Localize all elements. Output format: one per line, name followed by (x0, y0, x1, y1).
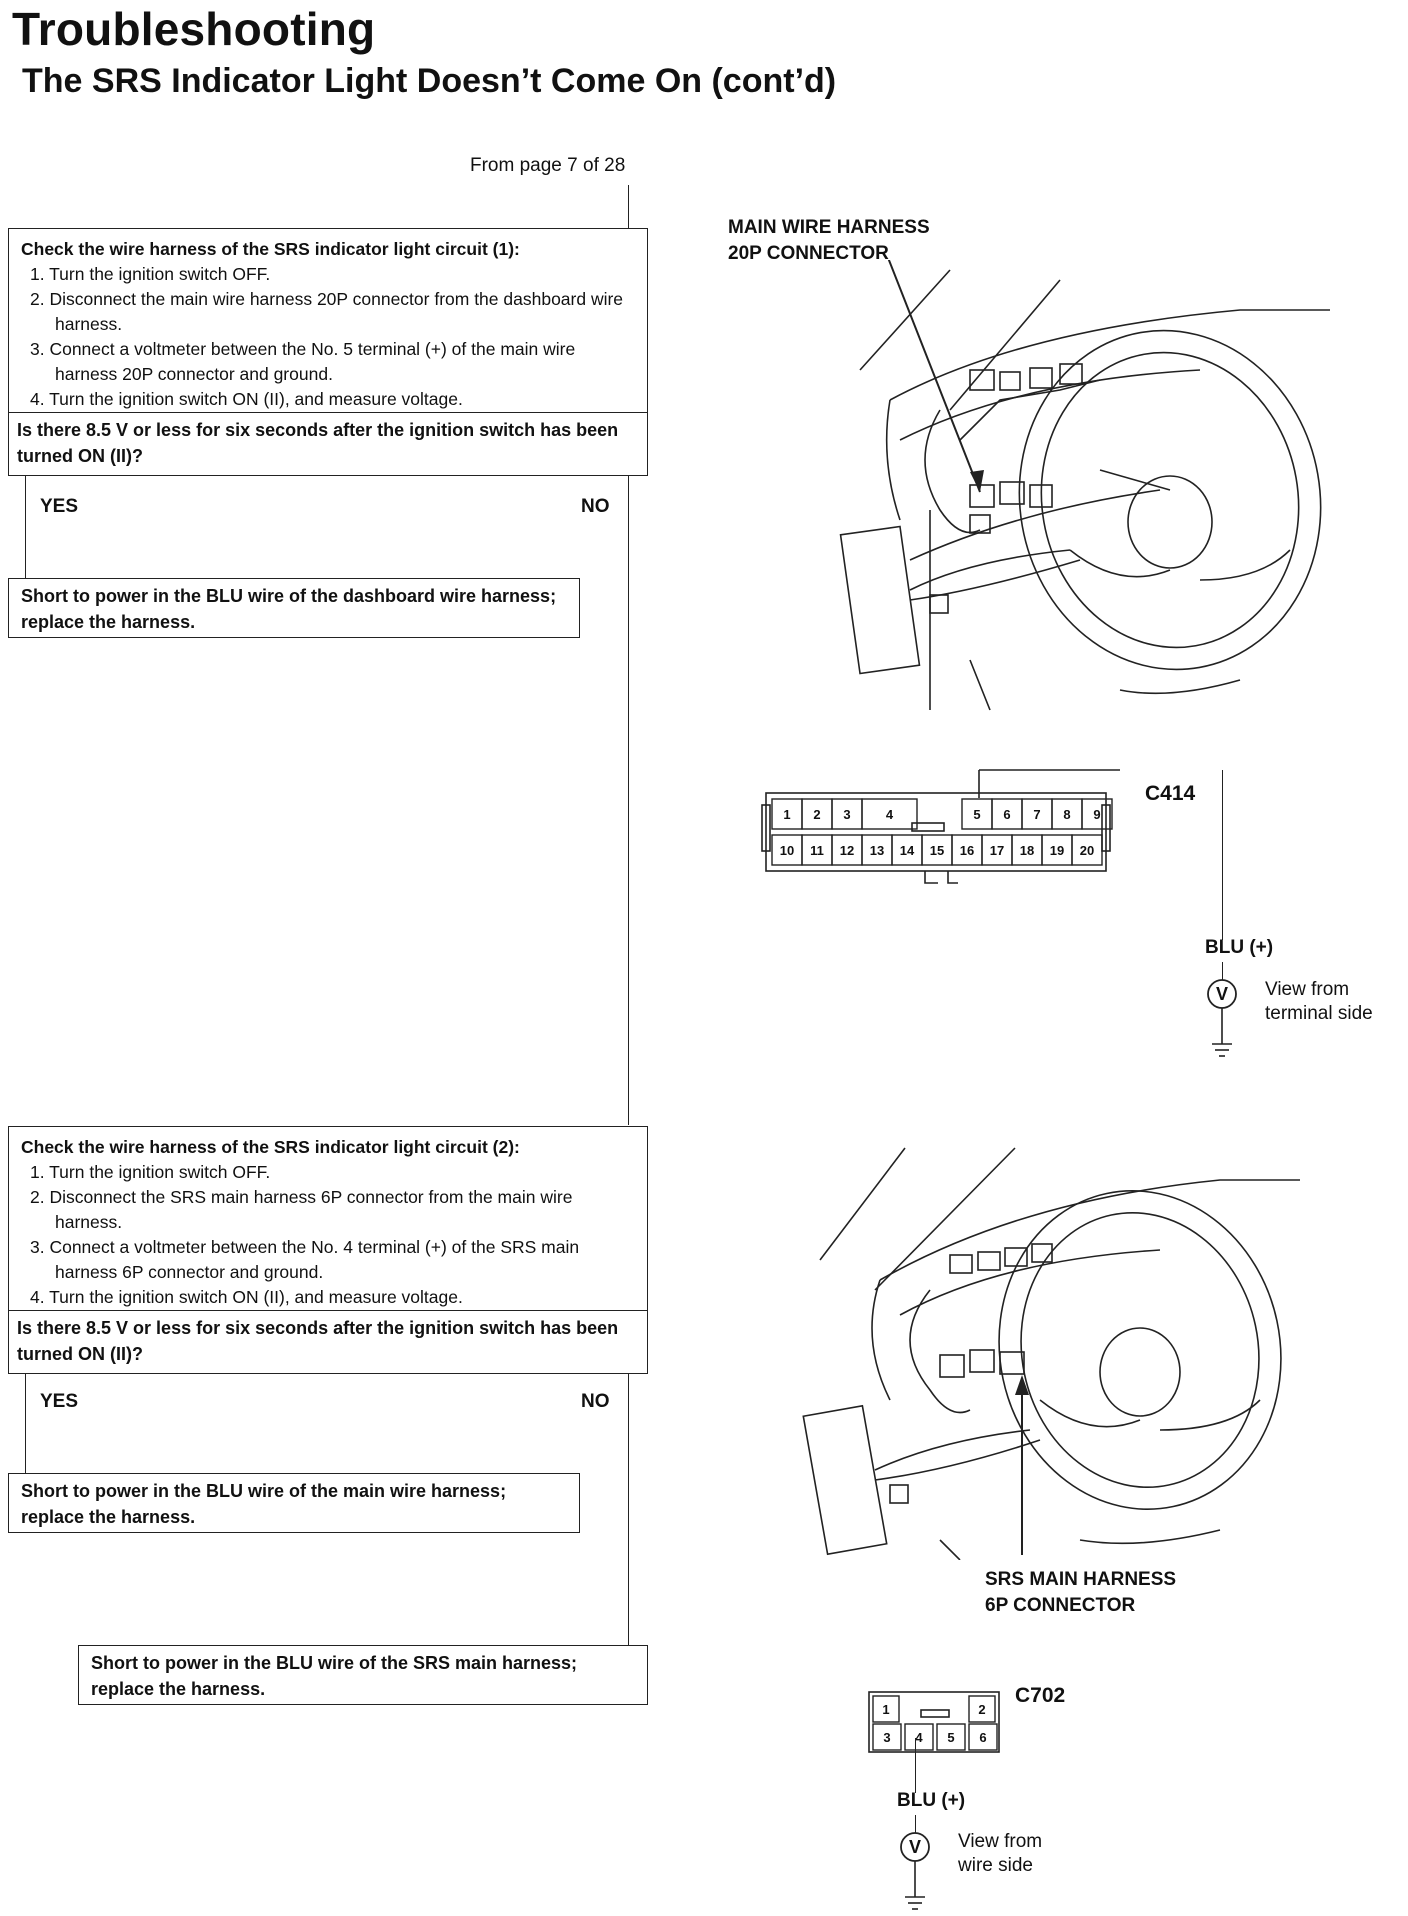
terminal-number: 8 (1063, 807, 1070, 822)
connector-c702: 1 2 3 4 5 6 (868, 1691, 1000, 1753)
terminal-cell (904, 1723, 934, 1751)
caption-line: 6P CONNECTOR (985, 1595, 1136, 1616)
caption-line: SRS MAIN HARNESS (985, 1569, 1177, 1590)
check-step: 4. Turn the ignition switch ON (II), and… (30, 389, 463, 409)
terminal-number: 2 (978, 1702, 985, 1717)
terminal-number: 6 (1003, 807, 1010, 822)
terminal-number: 12 (840, 843, 854, 858)
flow-line-yes-branch-2 (25, 1370, 26, 1475)
wire-label-blu-1: BLU (+) (1205, 937, 1274, 958)
terminal-number: 7 (1033, 807, 1040, 822)
connector-id-c414: C414 (1145, 782, 1196, 805)
terminal-number: 19 (1050, 843, 1064, 858)
caption-line: MAIN WIRE HARNESS (728, 217, 930, 238)
view-note-1: View from terminal side (1265, 978, 1373, 1026)
view-line: View from (1265, 979, 1350, 1000)
terminal-cell (968, 1723, 998, 1751)
check-step: 1. Turn the ignition switch OFF. (30, 1162, 271, 1182)
dashboard-illustration-2 (802, 1147, 1300, 1560)
terminal-number: 17 (990, 843, 1004, 858)
wire-label-blu-2: BLU (+) (897, 1790, 966, 1811)
meter-symbol: V (1216, 984, 1228, 1004)
page-subtitle: The SRS Indicator Light Doesn’t Come On … (22, 62, 837, 100)
terminal-number: 3 (883, 1730, 890, 1745)
question-box-circuit-2: Is there 8.5 V or less for six seconds a… (8, 1311, 648, 1374)
view-line: wire side (958, 1855, 1033, 1876)
flow-line-no-branch-1 (628, 475, 629, 1125)
terminal-number: 4 (915, 1730, 923, 1745)
terminal-number: 5 (973, 807, 980, 822)
wire-c702 (915, 1738, 916, 1793)
wire-c414 (1222, 770, 1223, 940)
check-step: 2. Disconnect the SRS main harness 6P co… (30, 1187, 573, 1232)
check-step: 3. Connect a voltmeter between the No. 4… (30, 1237, 580, 1282)
terminal-cell (1071, 834, 1103, 866)
terminal-cell (872, 1723, 902, 1751)
terminal-number: 15 (930, 843, 944, 858)
yes-label: YES (40, 496, 79, 517)
result-box-main-wire-harness: Short to power in the BLU wire of the ma… (8, 1473, 580, 1533)
terminal-number: 18 (1020, 843, 1034, 858)
check-step: 3. Connect a voltmeter between the No. 5… (30, 339, 576, 384)
check-step: 1. Turn the ignition switch OFF. (30, 264, 271, 284)
terminal-number: 6 (979, 1730, 986, 1745)
terminal-number: 9 (1093, 807, 1100, 822)
terminal-cell (968, 1695, 996, 1723)
view-line: terminal side (1265, 1003, 1373, 1024)
terminal-number: 11 (810, 843, 824, 858)
yes-label: YES (40, 1391, 79, 1412)
meter-lead-top-2 (915, 1815, 916, 1833)
terminal-number: 1 (882, 1702, 889, 1717)
question-box-circuit-1: Is there 8.5 V or less for six seconds a… (8, 413, 648, 476)
caption-line: 20P CONNECTOR (728, 243, 889, 264)
terminal-number: 3 (843, 807, 850, 822)
terminal-cell (872, 1695, 900, 1723)
terminal-number: 2 (813, 807, 820, 822)
terminal-number: 4 (886, 807, 894, 822)
flow-line-main-top (628, 185, 629, 230)
terminal-cell (936, 1723, 966, 1751)
meter-symbol: V (909, 1837, 921, 1857)
from-page-reference: From page 7 of 28 (470, 155, 626, 176)
no-label: NO (581, 496, 610, 517)
result-box-srs-main-harness: Short to power in the BLU wire of the SR… (78, 1645, 648, 1705)
terminal-number: 5 (947, 1730, 954, 1745)
terminal-number: 1 (783, 807, 790, 822)
flow-line-yes-branch-1 (25, 475, 26, 580)
flow-line-no-branch-2 (628, 1370, 629, 1645)
check-step: 2. Disconnect the main wire harness 20P … (30, 289, 624, 334)
result-box-dashboard-harness: Short to power in the BLU wire of the da… (8, 578, 580, 638)
check-step: 4. Turn the ignition switch ON (II), and… (30, 1287, 463, 1307)
check-box-circuit-2: Check the wire harness of the SRS indica… (8, 1126, 648, 1311)
connector-id-c702: C702 (1015, 1684, 1066, 1707)
diagram1-caption: MAIN WIRE HARNESS 20P CONNECTOR (728, 215, 930, 267)
view-line: View from (958, 1831, 1043, 1852)
terminal-number: 13 (870, 843, 884, 858)
terminal-number: 16 (960, 843, 974, 858)
terminal-cell (1081, 798, 1113, 830)
no-label: NO (581, 1391, 610, 1412)
dashboard-illustration-1 (839, 260, 1330, 711)
view-note-2: View from wire side (958, 1830, 1042, 1878)
meter-lead-top-1 (1222, 962, 1223, 980)
check-box-circuit-1: Check the wire harness of the SRS indica… (8, 228, 648, 413)
diagram2-caption: SRS MAIN HARNESS 6P CONNECTOR (985, 1567, 1176, 1619)
terminal-number: 14 (900, 843, 915, 858)
terminal-number: 10 (780, 843, 794, 858)
voltmeter-icon: V (900, 1832, 930, 1910)
check-heading: Check the wire harness of the SRS indica… (21, 1137, 520, 1157)
terminal-cell (861, 798, 918, 830)
page-title: Troubleshooting (12, 3, 376, 55)
terminal-number: 20 (1080, 843, 1094, 858)
voltmeter-icon: V (1207, 979, 1237, 1057)
check-heading: Check the wire harness of the SRS indica… (21, 239, 520, 259)
